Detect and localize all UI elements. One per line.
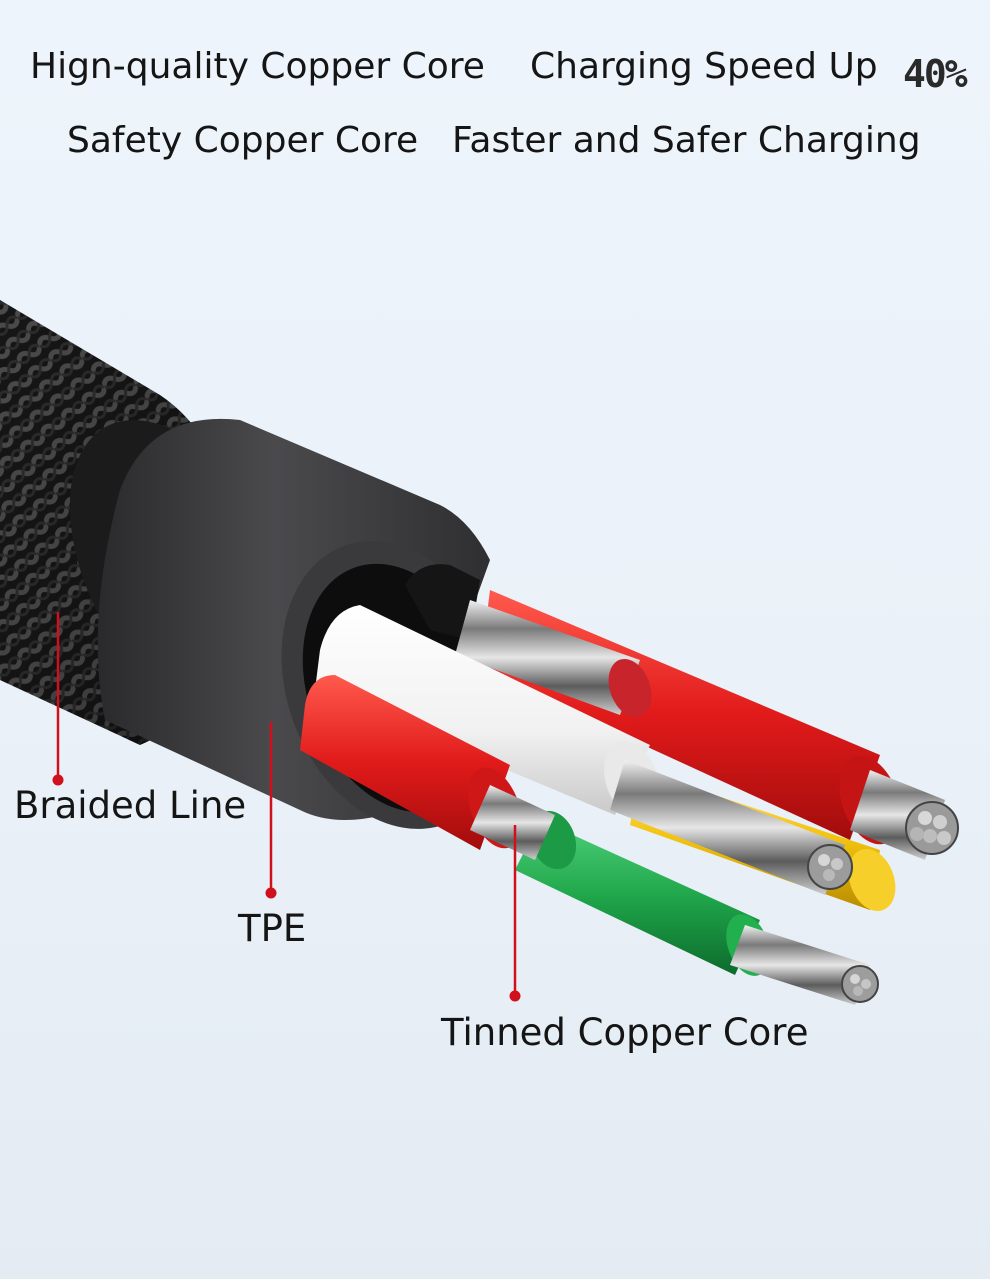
headline-percent: 40%	[903, 52, 968, 96]
callout-pointers	[52, 612, 521, 1002]
headline-safety-core: Safety Copper Core	[67, 120, 419, 161]
red-wire-front	[300, 675, 555, 860]
headline-charging-speed: Charging Speed Up	[530, 46, 878, 87]
inner-wires	[300, 564, 959, 1005]
callout-braided-line: Braided Line	[14, 784, 247, 827]
white-wire	[315, 605, 853, 895]
green-wire	[515, 810, 879, 1005]
headline-faster-safer: Faster and Safer Charging	[452, 120, 921, 161]
callout-tpe: TPE	[238, 907, 307, 950]
callout-tinned-copper-core: Tinned Copper Core	[441, 1011, 809, 1054]
red-wire-top	[455, 590, 959, 860]
headline-copper-core: Hign-quality Copper Core	[30, 46, 485, 87]
